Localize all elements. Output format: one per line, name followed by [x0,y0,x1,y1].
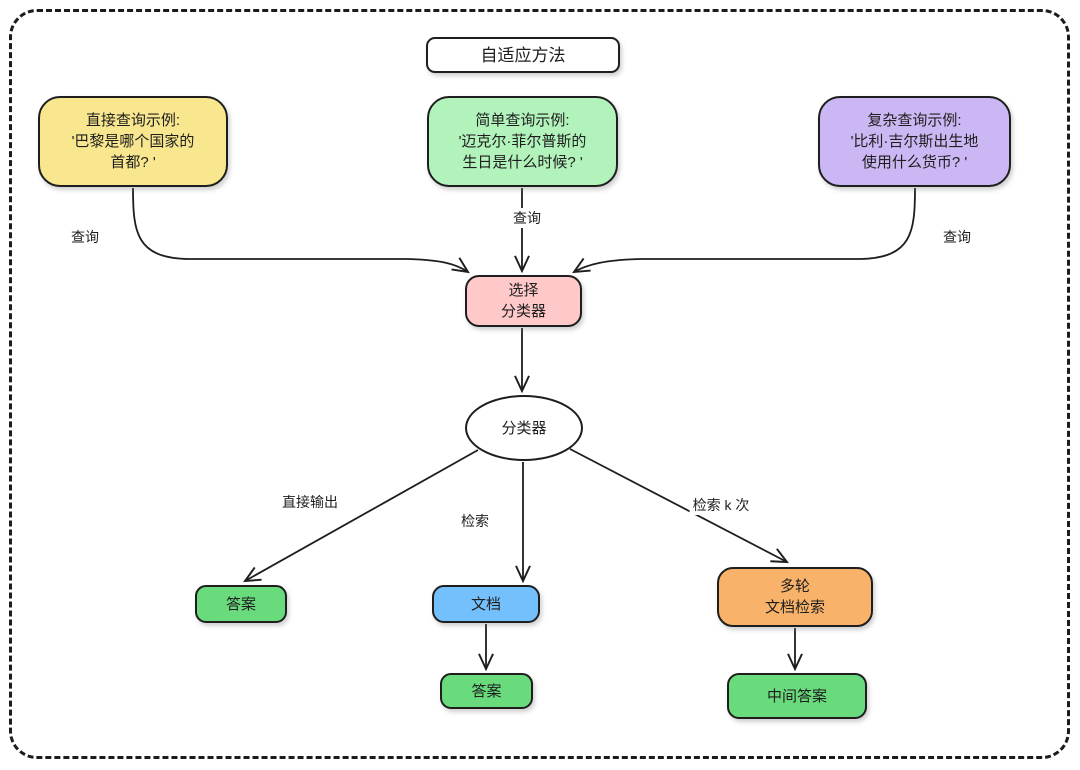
node-text-line: 直接查询示例: [85,112,181,129]
title-text: 自适应方法 [480,45,566,65]
edge-label-retrieve: 检索 [458,511,492,531]
node-simple-query-example[interactable]: 简单查询示例: '迈克尔·菲尔普斯的 生日是什么时候? ' [427,96,618,187]
node-text-line: 复杂查询示例: [867,112,962,129]
node-text-line: 生日是什么时候? ' [462,154,583,171]
edge-label-query-right: 查询 [940,227,974,247]
node-text-line: 文档检索 [764,599,825,616]
edge-complex-to-select [574,187,916,272]
node-document[interactable]: 文档 [432,585,540,623]
node-text-line: 分类器 [500,303,546,320]
node-text-line: 使用什么货币? ' [861,154,968,171]
node-text-line: 分类器 [501,419,547,437]
node-text-line: 首都? ' [110,154,156,171]
node-answer-middle[interactable]: 答案 [440,673,533,709]
edge-label-direct-output: 直接输出 [279,492,341,512]
node-intermediate-answer[interactable]: 中间答案 [727,673,867,719]
node-text-line: 中间答案 [766,687,827,705]
node-text-line: 答案 [471,682,502,700]
node-select-classifier[interactable]: 选择 分类器 [465,275,582,327]
node-text-line: '巴黎是哪个国家的 [71,133,195,150]
node-text-line: '迈克尔·菲尔普斯的 [458,133,587,150]
node-text-line: 选择 [508,282,539,299]
node-direct-query-example[interactable]: 直接查询示例: '巴黎是哪个国家的 首都? ' [38,96,228,187]
edge-classifier-to-answer [245,449,479,581]
edge-label-query-left: 查询 [68,227,102,247]
node-text-line: '比利·吉尔斯出生地 [850,133,979,150]
node-title[interactable]: 自适应方法 [426,37,620,73]
edge-label-retrieve-k: 检索 k 次 [689,495,753,515]
edge-label-query-middle: 查询 [510,208,544,228]
node-text-line: 文档 [470,595,501,613]
node-text-line: 答案 [225,595,256,613]
node-text-line: 多轮 [779,578,810,595]
node-complex-query-example[interactable]: 复杂查询示例: '比利·吉尔斯出生地 使用什么货币? ' [818,96,1011,187]
node-multi-round-retrieval[interactable]: 多轮 文档检索 [717,567,873,627]
edge-direct-to-select [132,187,468,272]
node-answer-left[interactable]: 答案 [195,585,287,623]
edge-classifier-to-multi-round [569,448,787,562]
node-text-line: 简单查询示例: [475,112,570,129]
node-classifier-ellipse[interactable]: 分类器 [465,395,583,461]
